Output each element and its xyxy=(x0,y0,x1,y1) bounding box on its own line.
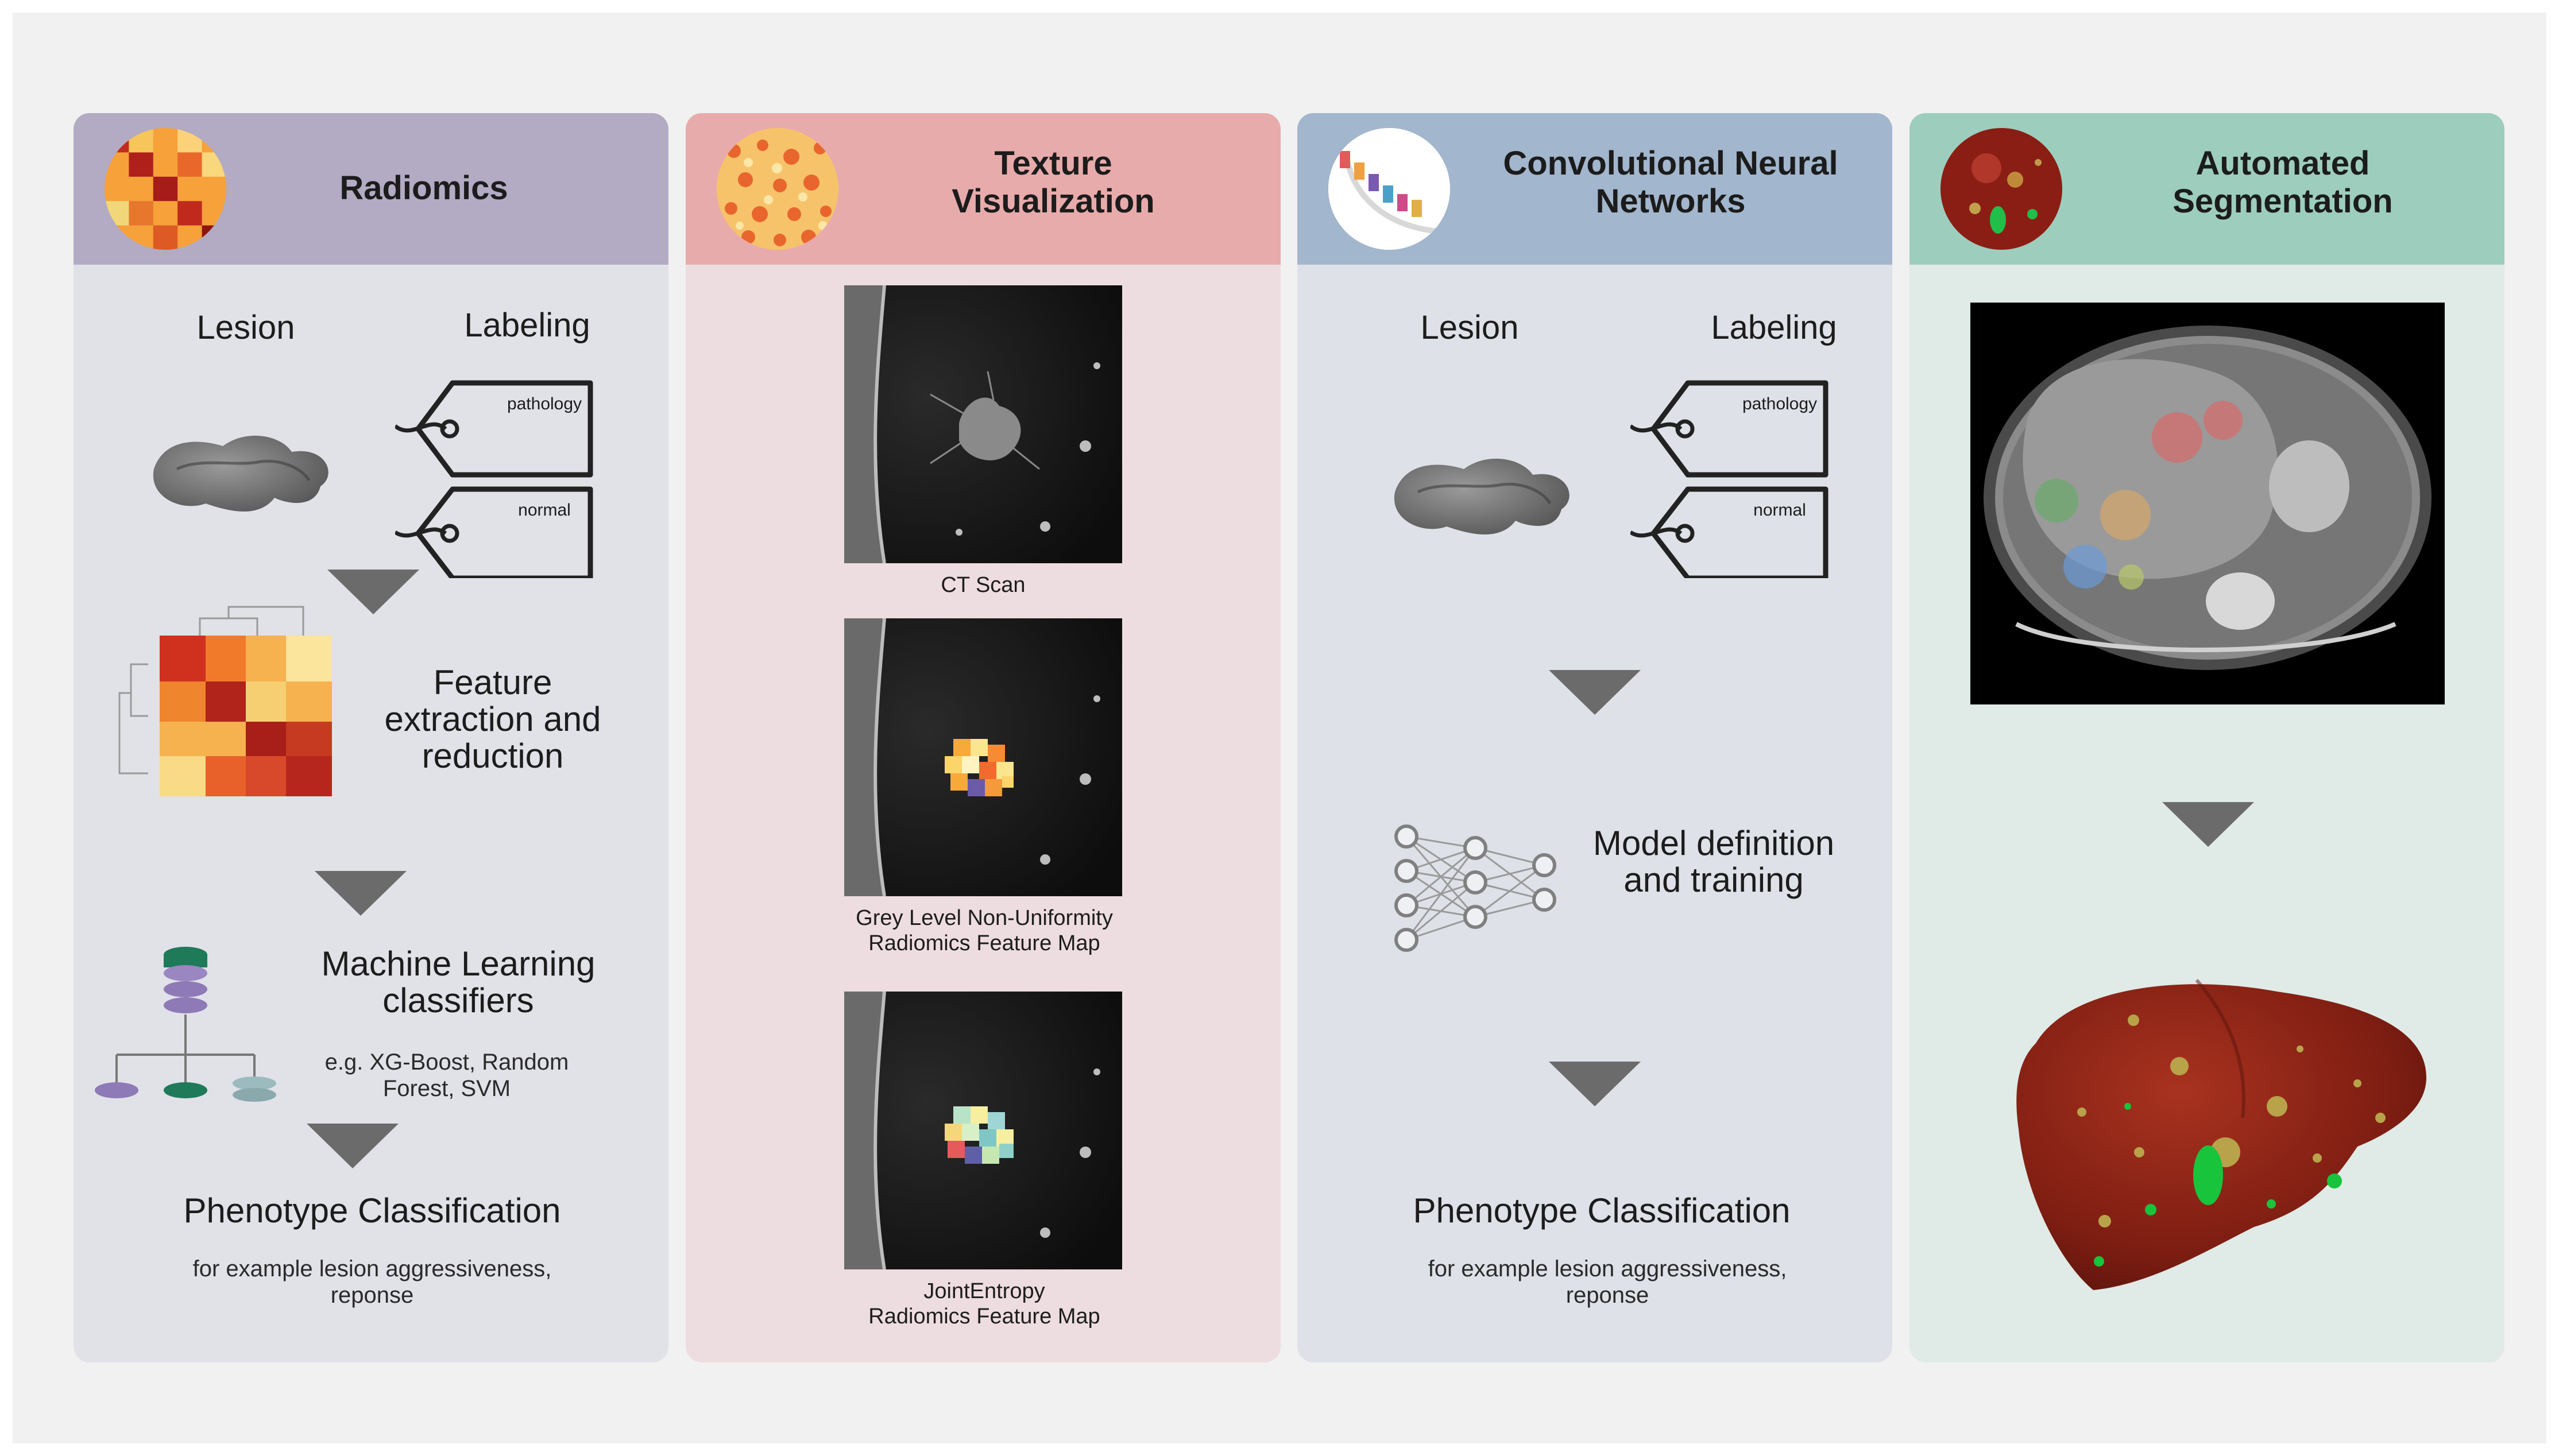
phenotype-classification-subtitle: for example lesion aggressiveness, repon… xyxy=(1428,1256,1787,1308)
cnn-title: Convolutional Neural Networks xyxy=(1503,145,1838,220)
tag-normal-text: normal xyxy=(518,501,571,520)
feature-extraction-text: Feature extraction and reduction xyxy=(384,663,601,775)
down-arrow-icon xyxy=(2162,802,2254,847)
model-definition-text: Model definition and training xyxy=(1592,824,1835,899)
label-tags-icon xyxy=(395,380,593,578)
segmentation-title: Automated Segmentation xyxy=(2173,145,2393,220)
texture-panel: Texture Visualization CT Scan xyxy=(686,113,1281,1362)
down-arrow-icon xyxy=(307,1124,399,1168)
correlation-heatmap-icon xyxy=(118,606,332,796)
glnu-caption-line1: Grey Level Non-Uniformity xyxy=(856,906,1113,930)
radiomics-title: Radiomics xyxy=(339,169,508,207)
lesion-blob-icon xyxy=(1394,458,1570,535)
lesion-blob-icon xyxy=(153,435,328,512)
down-arrow-icon xyxy=(327,570,419,614)
neural-network-icon xyxy=(1394,824,1556,952)
down-arrow-icon xyxy=(1549,1062,1641,1106)
down-arrow-icon xyxy=(315,871,407,916)
tag-pathology-text: pathology xyxy=(507,394,582,413)
ml-classifiers-title: Machine Learning classifiers xyxy=(321,944,596,1020)
ct-scan-caption: CT Scan xyxy=(941,573,1026,597)
radiomics-panel: Radiomics Lesion Labeling pathology norm… xyxy=(74,113,668,1362)
down-arrow-icon xyxy=(1549,670,1641,715)
cnn-header: Convolutional Neural Networks xyxy=(1297,113,1892,265)
labeling-label: Labeling xyxy=(464,307,590,344)
glnu-feature-map-image xyxy=(844,618,1122,896)
joint-entropy-feature-map-image xyxy=(844,992,1122,1269)
lesion-label: Lesion xyxy=(196,309,295,346)
texture-title: Texture Visualization xyxy=(952,145,1155,220)
glnu-caption-line2: Radiomics Feature Map xyxy=(868,931,1100,955)
segmentation-thumbnail-icon xyxy=(1940,128,2062,250)
ct-scan-image xyxy=(844,285,1122,563)
liver-3d-segmentation-image xyxy=(2016,979,2426,1290)
joint-entropy-caption-line1: JointEntropy xyxy=(923,1279,1045,1303)
phenotype-classification-title: Phenotype Classification xyxy=(1413,1191,1791,1230)
radiomics-header: Radiomics xyxy=(74,113,668,265)
tag-pathology-text: pathology xyxy=(1742,394,1818,413)
figure-canvas: Radiomics Lesion Labeling pathology norm… xyxy=(13,13,2546,1443)
labeling-label: Labeling xyxy=(1711,309,1837,346)
joint-entropy-caption-line2: Radiomics Feature Map xyxy=(868,1304,1100,1329)
segmentation-header: Automated Segmentation xyxy=(1909,113,2504,265)
phenotype-classification-subtitle: for example lesion aggressiveness, repon… xyxy=(192,1256,552,1308)
cnn-panel: Convolutional Neural Networks Lesion Lab… xyxy=(1297,113,1892,1362)
cnn-thumbnail-icon xyxy=(1328,128,1450,250)
phenotype-classification-title: Phenotype Classification xyxy=(183,1191,561,1230)
texture-header: Texture Visualization xyxy=(686,113,1281,265)
texture-thumbnail-icon xyxy=(717,128,838,250)
lesion-label: Lesion xyxy=(1420,309,1519,346)
tag-normal-text: normal xyxy=(1753,501,1806,520)
classifier-tree-icon xyxy=(95,947,276,1102)
abdominal-ct-image xyxy=(1970,303,2445,704)
segmentation-panel: Automated Segmentation xyxy=(1909,113,2504,1362)
heatmap-thumbnail-icon xyxy=(105,128,226,250)
ml-classifiers-examples: e.g. XG-Boost, Random Forest, SVM xyxy=(324,1050,569,1101)
label-tags-icon xyxy=(1630,380,1829,578)
